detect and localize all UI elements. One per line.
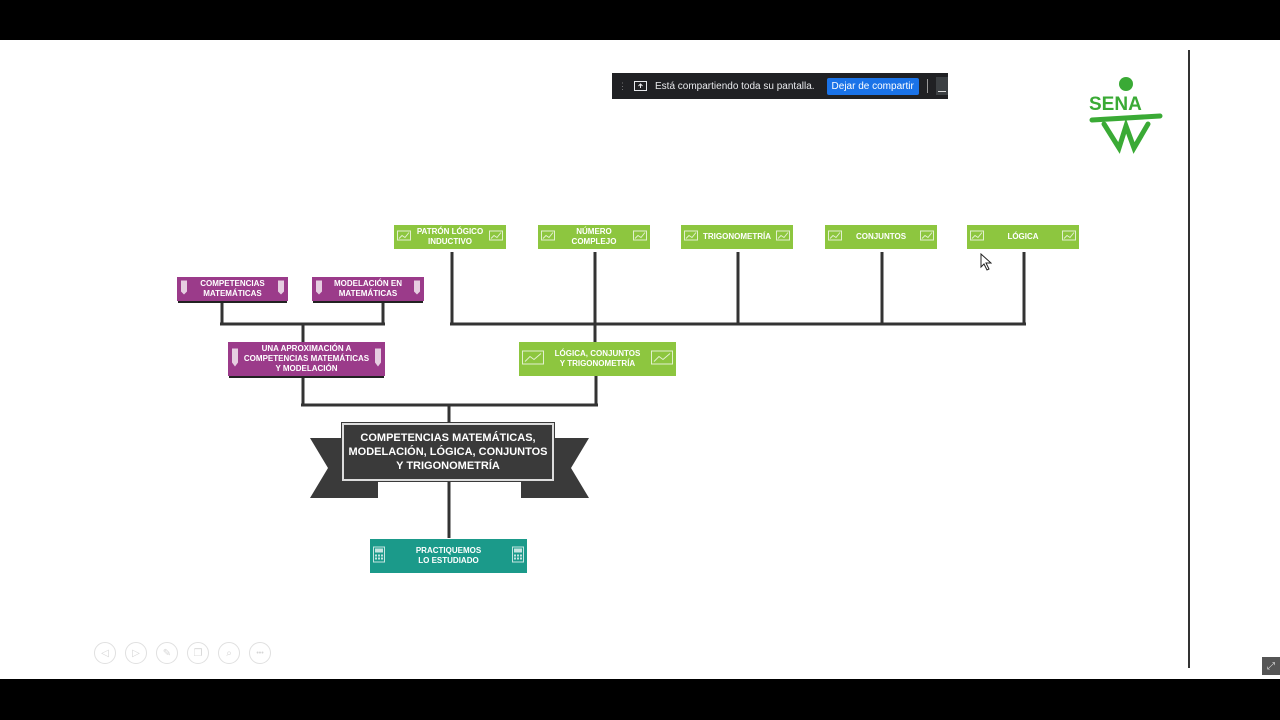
chart-icon [489,230,503,244]
node-patron-logico[interactable]: PATRÓN LÓGICO INDUCTIVO [394,225,506,249]
sena-logo: SENA [1084,76,1166,156]
stop-sharing-button[interactable]: Dejar de compartir [826,77,919,95]
pen-icon: ✎ [162,647,172,659]
node-label: CONJUNTOS [855,232,907,241]
slide-border-line [1188,50,1190,668]
more-options-button[interactable]: ••• [249,642,271,664]
node-logica[interactable]: LÓGICA [967,225,1079,249]
pen-tool-button[interactable]: ✎ [156,642,178,664]
mouse-cursor-icon [980,252,993,276]
minimize-button[interactable] [935,77,948,95]
node-label: NÚMERO COMPLEJO [571,227,617,246]
pencil-icon [413,280,421,299]
screen-share-bar: ⋮ Está compartiendo toda su pantalla. De… [612,73,948,99]
chart-icon [651,350,673,368]
pencil-icon [374,348,382,371]
chart-icon [541,230,555,244]
share-status-text: Está compartiendo toda su pantalla. [655,80,815,92]
node-label: PATRÓN LÓGICO INDUCTIVO [416,227,484,246]
node-label: COMPETENCIAS MATEMÁTICAS [200,279,265,298]
more-icon: ••• [256,649,264,657]
bottom-letterbox [0,679,1280,720]
chart-icon [970,230,984,244]
fullscreen-icon: ⤢ [1267,660,1275,672]
drag-handle-icon[interactable]: ⋮ [618,80,627,91]
node-practiquemos[interactable]: PRACTIQUEMOS LO ESTUDIADO [370,539,527,573]
pencil-icon [180,280,188,299]
node-numero-complejo[interactable]: NÚMERO COMPLEJO [538,225,650,249]
node-label: LÓGICA, CONJUNTOS Y TRIGONOMETRÍA [554,349,641,368]
prev-slide-button[interactable]: ◁ [94,642,116,664]
node-una-aproximacion[interactable]: UNA APROXIMACIÓN A COMPETENCIAS MATEMÁTI… [228,342,385,376]
top-letterbox [0,0,1280,40]
node-label: TRIGONOMETRÍA [703,232,771,241]
pencil-icon [231,348,239,371]
minimize-icon [937,91,946,92]
pencil-icon [277,280,285,299]
chart-icon [920,230,934,244]
connector-lines [220,252,1026,538]
divider [926,79,928,93]
chart-icon [522,350,544,368]
zoom-icon: ⌕ [226,647,232,659]
node-label: UNA APROXIMACIÓN A COMPETENCIAS MATEMÁTI… [243,344,370,373]
main-topic-banner[interactable]: COMPETENCIAS MATEMÁTICAS, MODELACIÓN, LÓ… [342,423,554,481]
copy-icon: ❐ [193,647,203,659]
chart-icon [684,230,698,244]
pencil-icon [315,280,323,299]
next-arrow-icon: ▷ [132,647,140,659]
node-competencias-matematicas[interactable]: COMPETENCIAS MATEMÁTICAS [177,277,288,301]
next-slide-button[interactable]: ▷ [125,642,147,664]
presentation-slide: ⋮ Está compartiendo toda su pantalla. De… [0,40,1280,679]
chart-icon [828,230,842,244]
node-logica-conjuntos-trigonometria[interactable]: LÓGICA, CONJUNTOS Y TRIGONOMETRÍA [519,342,676,376]
node-label: LÓGICA [1007,232,1039,241]
sena-logo-text: SENA [1089,94,1142,115]
zoom-button[interactable]: ⌕ [218,642,240,664]
node-conjuntos[interactable]: CONJUNTOS [825,225,937,249]
chart-icon [397,230,411,244]
calculator-icon [512,546,524,566]
sena-emblem-icon [1089,77,1163,154]
fullscreen-button[interactable]: ⤢ [1262,657,1280,675]
screen-share-icon [634,81,647,92]
slides-view-button[interactable]: ❐ [187,642,209,664]
prev-arrow-icon: ◁ [101,647,109,659]
node-modelacion-matematicas[interactable]: MODELACIÓN EN MATEMÁTICAS [312,277,424,301]
node-label: PRACTIQUEMOS LO ESTUDIADO [415,546,482,565]
chart-icon [1062,230,1076,244]
node-trigonometria[interactable]: TRIGONOMETRÍA [681,225,793,249]
node-label: MODELACIÓN EN MATEMÁTICAS [334,279,402,298]
calculator-icon [373,546,385,566]
chart-icon [633,230,647,244]
chart-icon [776,230,790,244]
